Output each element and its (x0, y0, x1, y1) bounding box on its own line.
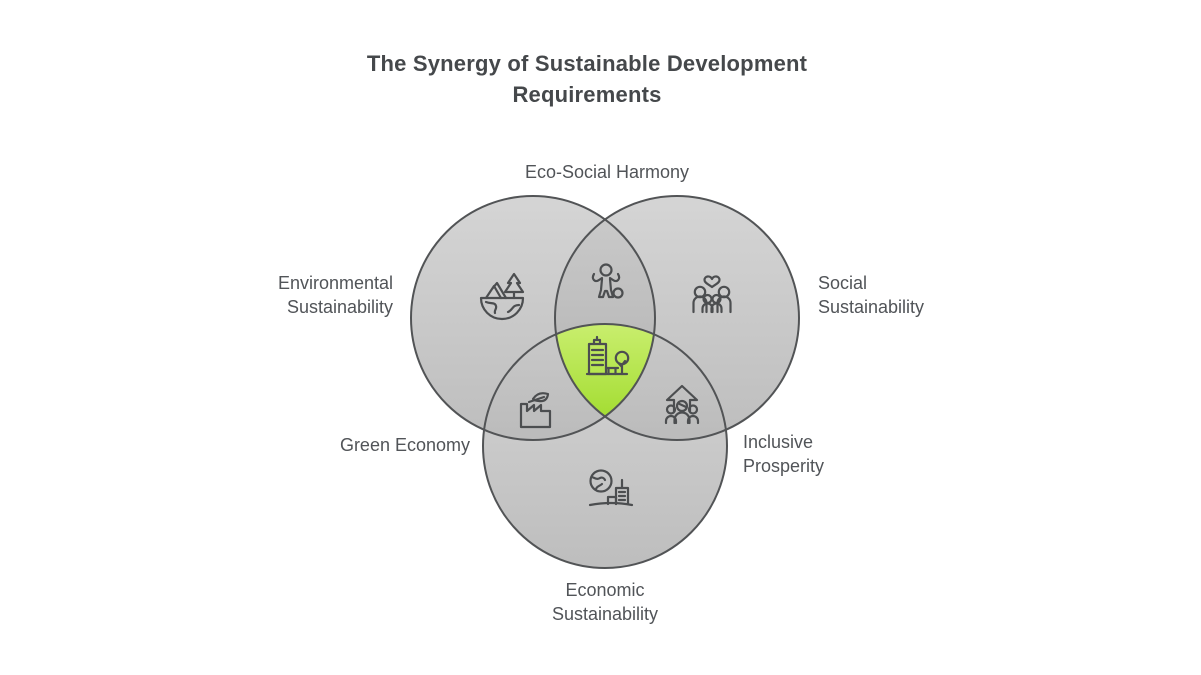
people-growth-arrow-icon (664, 384, 700, 425)
green-factory-leaf-icon (519, 392, 552, 429)
label-eco-social-harmony: Eco-Social Harmony (524, 162, 690, 182)
venn-circle-outlines (410, 195, 800, 569)
label-environmental-sustainability: Environmental Sustainability (277, 273, 393, 317)
mountains-globe-tree-icon (479, 272, 525, 321)
environmental-circle-outline (410, 195, 656, 441)
globe-city-icon (588, 469, 634, 507)
economic-circle-outline (482, 323, 728, 569)
label-social-sustainability: Social Sustainability (818, 273, 925, 317)
label-inclusive-prosperity: Inclusive Prosperity (743, 432, 825, 476)
person-open-arms-icon (591, 263, 624, 299)
sustainable-city-icon (585, 335, 630, 376)
economic-circle (483, 324, 727, 568)
social-circle-outline (554, 195, 800, 441)
label-green-economy: Green Economy (339, 435, 470, 455)
label-economic-sustainability: Economic Sustainability (551, 580, 659, 624)
family-heart-icon (692, 275, 732, 314)
diagram-title: The Synergy of Sustainable Development R… (366, 51, 808, 107)
